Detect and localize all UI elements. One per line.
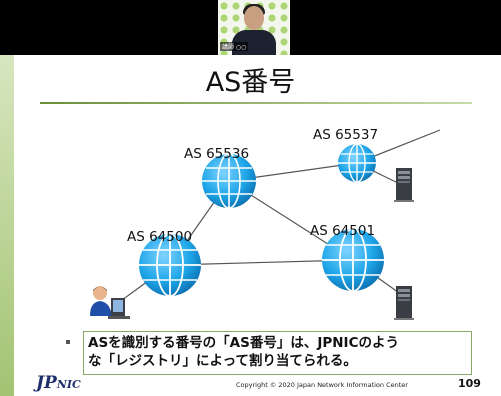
- caption-box: ASを識別する番号の「AS番号」は、JPNICのよう な「レジストリ」によって割…: [83, 331, 472, 375]
- node-label-as64500: AS 64500: [127, 229, 193, 245]
- jpnic-logo: JPNIC: [36, 373, 81, 393]
- copyright-notice: Copyright © 2020 Japan Network Informati…: [236, 381, 408, 389]
- presenter-face: [244, 6, 264, 30]
- server-icon: [394, 168, 414, 202]
- user-computer-icon: [90, 286, 130, 319]
- node-label-as65537: AS 65537: [313, 127, 379, 143]
- logo-text-main: JP: [36, 373, 57, 393]
- logo-text-sub: NIC: [56, 378, 81, 391]
- slide-left-band: [0, 55, 14, 396]
- globe-icon: [338, 143, 376, 183]
- webcam-thumbnail[interactable]: 講師 ○○: [218, 0, 290, 55]
- server-icon: [394, 286, 414, 320]
- caption-text: ASを識別する番号の「AS番号」は、JPNICのよう な「レジストリ」によって割…: [88, 334, 468, 370]
- globe-icon: [322, 228, 384, 292]
- title-divider: [40, 102, 472, 104]
- slide-title: AS番号: [205, 67, 296, 98]
- globe-icon: [139, 233, 201, 297]
- bullet-marker: [66, 340, 70, 344]
- page-number: 109: [458, 377, 481, 390]
- globe-icon: [202, 153, 256, 209]
- webcam-caption: 講師 ○○: [220, 42, 249, 51]
- node-label-as65536: AS 65536: [184, 146, 250, 162]
- caption-line-2: な「レジストリ」によって割り当てられる。: [88, 353, 357, 369]
- node-label-as64501: AS 64501: [310, 223, 376, 239]
- caption-line-1: ASを識別する番号の「AS番号」は、JPNICのよう: [88, 335, 399, 351]
